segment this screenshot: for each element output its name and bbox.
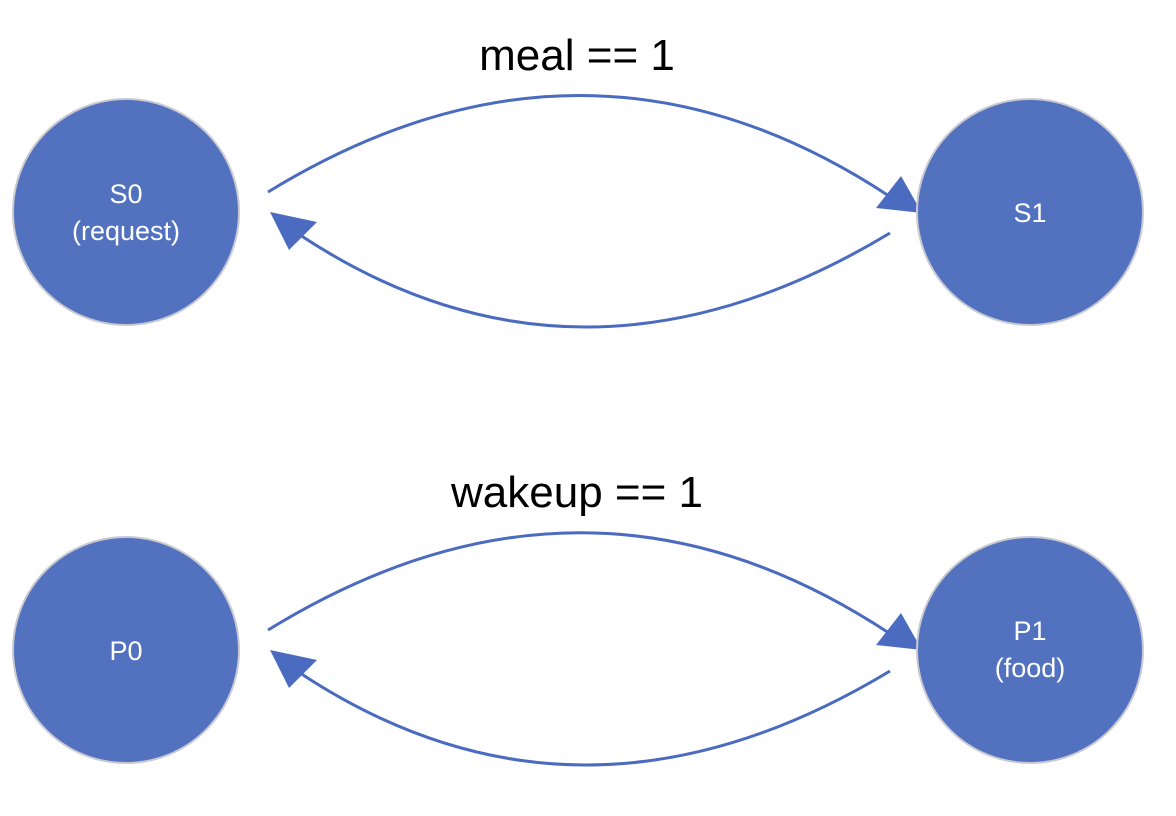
state-label-p0: P0 [109, 636, 142, 666]
state-label-s1: S1 [1013, 198, 1046, 228]
edge-p0-to-p1 [267, 531, 896, 639]
edge-p1-to-p0 [299, 669, 891, 767]
arrowhead-s1-to-s0 [270, 212, 317, 250]
state-label-p1: P1 [1013, 616, 1046, 646]
arrowhead-s0-to-s1 [876, 176, 922, 213]
arrowhead-p1-to-p0 [270, 650, 317, 688]
state-sublabel-p1: (food) [995, 653, 1066, 683]
machine-s: meal == 1 S0 (request) S1 [12, 31, 1144, 329]
transition-label-wakeup: wakeup == 1 [450, 468, 703, 517]
state-node-s0: S0 (request) [12, 98, 240, 326]
transition-label-meal: meal == 1 [479, 31, 675, 80]
state-node-s1: S1 [916, 98, 1144, 326]
state-sublabel-s0: (request) [72, 216, 180, 246]
state-node-p0: P0 [12, 536, 240, 764]
machine-p: wakeup == 1 P0 P1 (food) [12, 468, 1144, 767]
arrowhead-p0-to-p1 [876, 613, 922, 650]
state-label-s0: S0 [109, 179, 142, 209]
edge-s1-to-s0 [299, 231, 891, 329]
state-node-p1: P1 (food) [916, 536, 1144, 764]
edge-s0-to-s1 [267, 93, 896, 202]
